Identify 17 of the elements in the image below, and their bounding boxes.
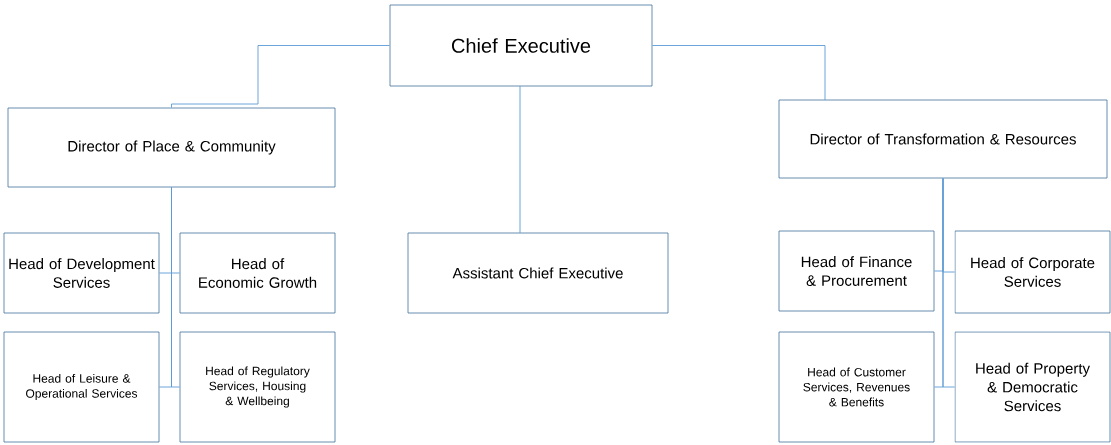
org-box: Head of Property & Democratic Services	[954, 331, 1111, 443]
org-box: Head of Regulatory Services, Housing & Wellbeing	[179, 331, 336, 443]
org-box: Head of Corporate Services	[954, 230, 1111, 314]
connector-line	[171, 186, 181, 388]
connector-line	[171, 45, 391, 109]
org-box: Head of Customer Services, Revenues & Benefits	[778, 331, 935, 443]
connector-line	[651, 45, 826, 101]
org-box: Director of Place & Community	[7, 107, 336, 188]
org-box: Head of Economic Growth	[179, 232, 336, 314]
org-box: Head of Finance & Procurement	[778, 230, 935, 312]
org-box: Director of Transformation & Resources	[778, 99, 1108, 179]
org-box: Assistant Chief Executive	[407, 232, 669, 314]
connector-line	[519, 85, 521, 234]
org-box: Head of Development Services	[3, 232, 160, 314]
connector-line	[942, 177, 956, 388]
org-box: Head of Leisure & Operational Services	[3, 331, 160, 443]
org-box: Chief Executive	[389, 4, 653, 87]
